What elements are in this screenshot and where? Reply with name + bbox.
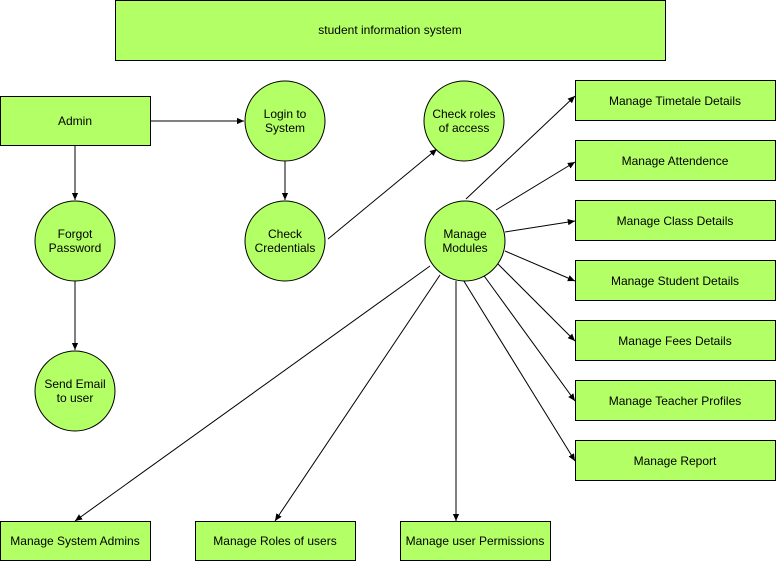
edge-modules-fees bbox=[497, 263, 576, 342]
manage-fees-box: Manage Fees Details bbox=[575, 320, 776, 361]
edge-modules-attendance bbox=[495, 161, 576, 211]
edge-checkcred-checkroles bbox=[327, 148, 438, 240]
report-line-1: Manage Report bbox=[634, 454, 717, 468]
edge-modules-teacher bbox=[481, 272, 576, 402]
fees-line-1: Manage Fees Details bbox=[618, 334, 731, 348]
manage-system-admins-label: Manage System Admins bbox=[10, 534, 139, 548]
admin-line-1: Admin bbox=[58, 114, 92, 128]
manage-report-box: Manage Report bbox=[575, 440, 776, 481]
manage-student-label: Manage Student Details bbox=[611, 274, 739, 288]
edge-modules-rolesusers bbox=[274, 274, 441, 522]
manage-report-label: Manage Report bbox=[634, 454, 717, 468]
edges bbox=[71, 95, 576, 522]
title-label: student information system bbox=[318, 23, 461, 37]
manage-timetable-label: Manage Timetale Details bbox=[609, 94, 741, 108]
manage-attendance-box: Manage Attendence bbox=[575, 140, 776, 181]
edge-modules-student bbox=[504, 250, 576, 282]
check_cred-line-1: Check bbox=[268, 227, 303, 241]
class-line-1: Manage Class Details bbox=[617, 214, 734, 228]
manage-class-box: Manage Class Details bbox=[575, 200, 776, 241]
forgot-line-1: Forgot bbox=[58, 227, 93, 241]
edge-modules-class bbox=[504, 218, 576, 233]
send_email-line-1: Send Email bbox=[44, 377, 105, 391]
check_roles-line-2: of access bbox=[439, 121, 490, 135]
login-line-1: Login to bbox=[264, 107, 307, 121]
check_roles-line-1: Check roles bbox=[432, 107, 495, 121]
edge-modules-sysadmins bbox=[74, 265, 431, 522]
teacher-line-1: Manage Teacher Profiles bbox=[609, 394, 742, 408]
manage_modules-line-1: Manage bbox=[443, 227, 487, 241]
title-box: student information system bbox=[115, 0, 666, 61]
manage-user-permissions-box: Manage user Permissions bbox=[400, 521, 551, 561]
manage-system-admins-box: Manage System Admins bbox=[0, 521, 151, 561]
roles_users-line-1: Manage Roles of users bbox=[213, 534, 336, 548]
send_email-line-2: to user bbox=[57, 391, 94, 405]
manage-timetable-box: Manage Timetale Details bbox=[575, 80, 776, 121]
manage_modules-line-2: Modules bbox=[442, 241, 487, 255]
login-line-2: System bbox=[265, 121, 305, 135]
user_perm-line-1: Manage user Permissions bbox=[406, 534, 545, 548]
manage-roles-users-box: Manage Roles of users bbox=[195, 521, 356, 561]
manage-attendance-label: Manage Attendence bbox=[622, 154, 729, 168]
sys_admins-line-1: Manage System Admins bbox=[10, 534, 139, 548]
edge-modules-report bbox=[461, 277, 576, 462]
manage-class-label: Manage Class Details bbox=[617, 214, 734, 228]
attendance-line-1: Manage Attendence bbox=[622, 154, 729, 168]
manage-teacher-box: Manage Teacher Profiles bbox=[575, 380, 776, 421]
timetable-line-1: Manage Timetale Details bbox=[609, 94, 741, 108]
forgot-line-2: Password bbox=[49, 241, 102, 255]
manage-user-permissions-label: Manage user Permissions bbox=[406, 534, 545, 548]
manage-teacher-label: Manage Teacher Profiles bbox=[609, 394, 742, 408]
admin-label: Admin bbox=[58, 114, 92, 128]
manage-fees-label: Manage Fees Details bbox=[618, 334, 731, 348]
manage-student-box: Manage Student Details bbox=[575, 260, 776, 301]
admin-box: Admin bbox=[0, 96, 151, 146]
manage-roles-users-label: Manage Roles of users bbox=[213, 534, 336, 548]
edge-modules-timetable bbox=[465, 95, 576, 200]
check_cred-line-2: Credentials bbox=[255, 241, 316, 255]
student-line-1: Manage Student Details bbox=[611, 274, 739, 288]
